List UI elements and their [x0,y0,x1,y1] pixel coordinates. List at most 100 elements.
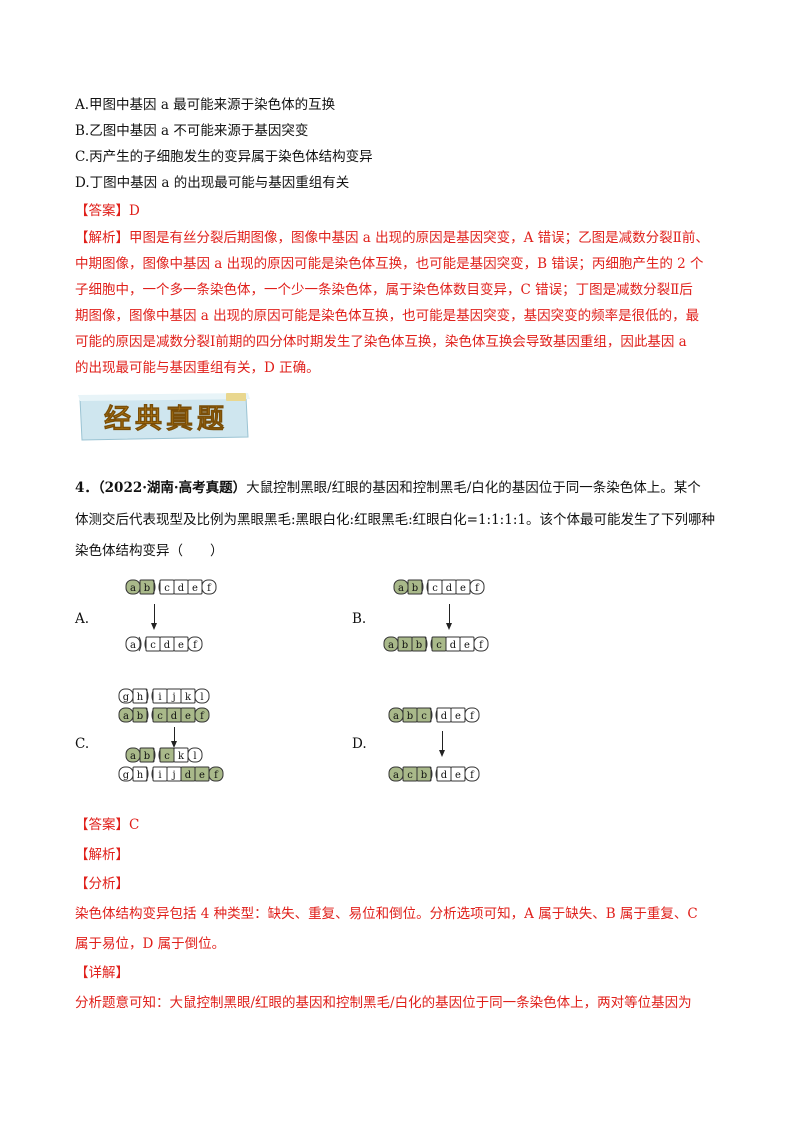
option-b-prev: B.乙图中基因 a 不可能来源于基因突变 [75,123,309,139]
option-d-label: D. [352,736,367,752]
gene-segment [416,707,432,723]
gene-label: l [200,692,203,703]
gene-segment [139,747,155,763]
gene-label: i [158,770,161,781]
gene-label: a [398,583,404,594]
option-c-label: C. [75,736,90,752]
xiangjie-heading: 【详解】 [75,965,129,981]
gene-label: e [455,711,461,722]
analysis-line: 可能的原因是减数分裂Ⅰ前期的四分体时期发生了染色体互换，染色体互换会导致基因重组… [75,334,687,350]
gene-label: f [479,640,484,651]
gene-label: d [441,711,448,722]
banner-text: 经典真题 [104,403,228,435]
gene-label: e [455,770,461,781]
gene-label: a [130,583,136,594]
arrow-down-icon [151,604,157,630]
gene-label: c [164,751,170,762]
gene-segment [201,579,217,595]
analysis-line: 期图像，图像中基因 a 出现的原因可能是染色体互换，也可能是基因突变，基因突变的… [75,308,700,324]
question-text-2: 体测交后代表现型及比例为黑眼黑毛:黑眼白化:红眼黑毛:红眼白化=1:1:1:1。… [75,512,715,528]
gene-label: d [450,640,457,651]
gene-label: b [402,640,408,651]
gene-segment [132,766,148,782]
gene-label: e [199,770,205,781]
question-text-1: 大鼠控制黑眼/红眼的基因和控制黑毛/白化的基因位于同一条染色体上。某个 [246,480,701,496]
gene-segment [473,636,489,652]
gene-label: e [185,711,191,722]
gene-label: c [421,711,427,722]
gene-segment [132,688,148,704]
gene-segment [132,707,148,723]
gene-segment [469,579,485,595]
fenxi-heading: 【分析】 [75,876,129,892]
gene-label: e [464,640,470,651]
gene-segment [208,766,224,782]
gene-label: a [393,711,399,722]
gene-label: l [193,751,196,762]
gene-label: b [421,770,427,781]
gene-label: f [200,711,205,722]
question-source: （2022·湖南·高考真题） [97,480,247,496]
gene-label: f [470,711,475,722]
gene-segment [194,707,210,723]
question-text-3: 染色体结构变异（ ） [75,543,224,559]
answer-1: 【答案】D [75,203,140,219]
gene-segment [187,747,203,763]
gene-segment [464,766,480,782]
question-line-1: 4．（2022·湖南·高考真题）大鼠控制黑眼/红眼的基因和控制黑毛/白化的基因位… [75,478,701,498]
gene-label: f [470,770,475,781]
arrow-down-icon [171,727,177,748]
analysis-line: 中期图像，图像中基因 a 出现的原因可能是染色体互换，也可能是基因突变，B 错误… [75,256,704,272]
gene-segment [194,688,210,704]
gene-label: b [144,751,150,762]
option-c-prev: C.丙产生的子细胞发生的变异属于染色体结构变异 [75,149,373,165]
analysis-line: 子细胞中，一个多一条染色体，一个少一条染色体，属于染色体数目变异，C 错误；丁图… [75,282,693,298]
gene-label: j [171,692,175,703]
gene-label: b [407,711,413,722]
gene-segment [411,636,427,652]
option-b-label: B. [352,611,367,627]
gene-segment [416,766,432,782]
question-number: 4． [75,480,98,496]
gene-label: b [137,711,143,722]
gene-label: a [130,751,136,762]
gene-label: k [185,692,192,703]
gene-label: a [388,640,394,651]
arrow-down-icon [439,731,445,757]
classic-questions-banner: 经典真题 [78,393,250,441]
gene-label: b [144,583,150,594]
gene-label: d [171,711,178,722]
gene-label: d [446,583,453,594]
gene-label: g [123,770,130,781]
gene-label: c [150,640,156,651]
gene-label: h [137,770,144,781]
gene-label: d [441,770,448,781]
gene-label: a [130,640,136,651]
gene-label: f [193,640,198,651]
gene-label: f [214,770,219,781]
option-a-prev: A.甲图中基因 a 最可能来源于染色体的互换 [75,97,336,113]
gene-segment [125,636,141,652]
gene-label: c [436,640,442,651]
gene-label: c [157,711,163,722]
gene-label: d [185,770,192,781]
gene-label: d [178,583,185,594]
gene-label: b [412,583,418,594]
gene-label: e [178,640,184,651]
gene-label: c [407,770,413,781]
gene-label: g [123,692,130,703]
gene-label: i [158,692,161,703]
gene-label: e [460,583,466,594]
gene-label: h [137,692,144,703]
jiexi-heading: 【解析】 [75,847,129,863]
option-d-prev: D.丁图中基因 a 的出现最可能与基因重组有关 [75,175,350,191]
